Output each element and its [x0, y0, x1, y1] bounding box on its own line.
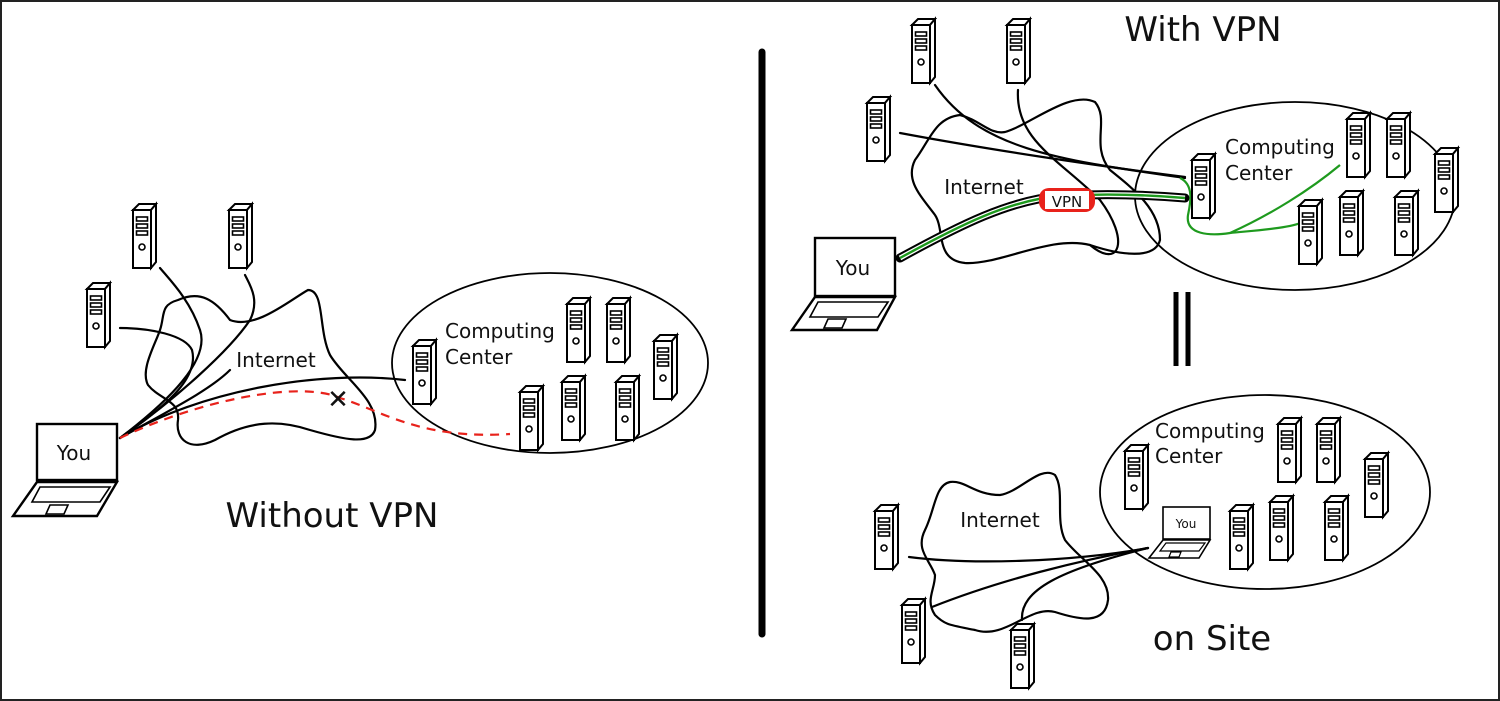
computing-center-label: Center: [445, 345, 513, 369]
panel-title: With VPN: [1124, 10, 1281, 50]
internet-label: Internet: [960, 508, 1040, 532]
blocked-marker: ✕: [327, 385, 349, 415]
computing-center-label: Computing: [1155, 419, 1265, 443]
you-label: You: [1175, 517, 1197, 531]
link: [933, 83, 1187, 180]
server-icon: [132, 203, 157, 269]
server-icon: [1434, 147, 1459, 213]
you-label: You: [835, 256, 870, 280]
link: [118, 273, 256, 440]
computing-center-label: Computing: [1225, 135, 1335, 159]
panel-title: on Site: [1153, 619, 1271, 659]
server-icon: [1010, 623, 1035, 689]
server-icon: [911, 18, 936, 84]
internet-label: Internet: [236, 348, 316, 372]
server-icon: [1316, 417, 1341, 483]
laptop-icon: [10, 422, 120, 518]
server-icon: [901, 598, 926, 664]
server-icon: [1298, 199, 1323, 265]
panel-title: Without VPN: [226, 496, 439, 536]
computing-center-label: Center: [1225, 161, 1293, 185]
link-to-center: [118, 376, 407, 440]
server-icon: [1269, 495, 1294, 561]
computing-center-boundary: [391, 272, 709, 454]
server-icon: [1339, 190, 1364, 256]
server-icon: [653, 334, 678, 400]
internet-cloud: [144, 288, 377, 446]
server-icon: [412, 339, 437, 405]
vpn-tunnel-badge: [1039, 188, 1095, 212]
server-icon: [1386, 112, 1411, 178]
server-icon: [866, 96, 891, 162]
server-icon: [874, 504, 899, 570]
link: [898, 131, 1187, 179]
server-icon: [615, 375, 640, 441]
computing-center-boundary: [1099, 394, 1431, 590]
server-icon: [1277, 417, 1302, 483]
server-icon: [1346, 112, 1371, 178]
server-icon: [519, 385, 544, 451]
server-icon: [1124, 444, 1149, 510]
laptop-icon: [789, 236, 898, 332]
you-label: You: [56, 441, 91, 465]
server-icon: [1394, 190, 1419, 256]
internet-cloud: [920, 471, 1110, 633]
equals-sign: [1173, 292, 1191, 366]
panel-on-site: You Internet Computing Center on Site: [874, 394, 1431, 689]
computing-center-label: Center: [1155, 444, 1223, 468]
server-icon: [1364, 452, 1389, 518]
link: [930, 546, 1150, 609]
vpn-internal-link: [1179, 177, 1304, 236]
internet-cloud: [910, 98, 1162, 265]
server-icon: [86, 282, 111, 348]
server-icon: [228, 203, 253, 269]
panel-without-vpn: ✕ You Internet Computing Center Without …: [10, 203, 709, 536]
vpn-label: VPN: [1052, 193, 1083, 211]
server-icon: [566, 297, 591, 363]
computing-center-label: Computing: [445, 319, 555, 343]
server-icon: [1324, 495, 1349, 561]
server-icon: [1229, 504, 1254, 570]
server-icon: [1191, 153, 1216, 219]
link: [1016, 88, 1120, 256]
blocked-connection: [119, 390, 511, 439]
internet-label: Internet: [944, 175, 1024, 199]
panel-with-vpn: VPN You Internet Computing Center With V…: [789, 10, 1459, 332]
laptop-icon: [1147, 506, 1212, 559]
server-icon: [1006, 18, 1031, 84]
vpn-internal-link: [1229, 164, 1341, 235]
link: [1020, 546, 1150, 622]
server-icon: [606, 297, 631, 363]
link: [118, 266, 203, 440]
server-icon: [561, 375, 586, 441]
